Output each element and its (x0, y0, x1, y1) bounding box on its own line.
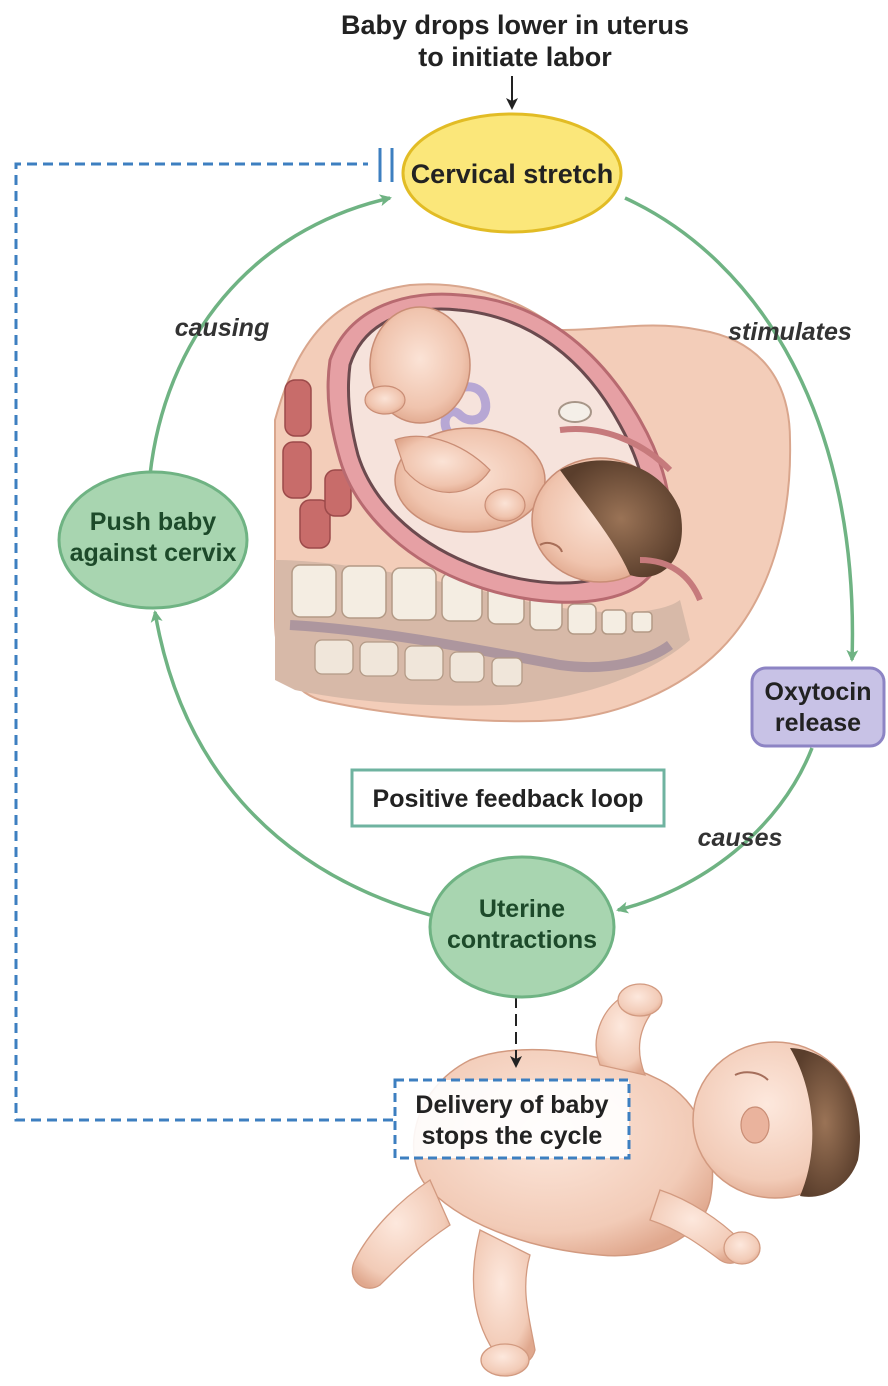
newborn-baby-illustration (352, 984, 860, 1376)
node-push-baby: Push baby against cervix (59, 472, 247, 608)
node-oxytocin-release: Oxytocin release (752, 668, 884, 746)
edge-label-stimulates: stimulates (728, 318, 852, 346)
oxytocin-label-line1: Oxytocin (765, 678, 872, 706)
cervical-stretch-label: Cervical stretch (411, 159, 614, 189)
edge-label-causes: causes (698, 824, 783, 852)
push-label-line1: Push baby (90, 508, 217, 536)
loop-label-box: Positive feedback loop (352, 770, 664, 826)
oxytocin-label-line2: release (775, 709, 861, 737)
trigger-line1: Baby drops lower in uterus (341, 10, 689, 40)
loop-label: Positive feedback loop (373, 785, 644, 813)
inhibition-bar-icon (380, 148, 392, 182)
delivery-label-line1: Delivery of baby (415, 1091, 608, 1119)
delivery-label-line2: stops the cycle (422, 1122, 603, 1150)
uterine-label-line2: contractions (447, 926, 597, 954)
node-cervical-stretch: Cervical stretch (403, 114, 621, 232)
fetus-in-uterus-illustration (275, 284, 790, 721)
uterine-label-line1: Uterine (479, 895, 565, 923)
edge-label-causing: causing (175, 314, 269, 342)
trigger-line2: to initiate labor (418, 42, 612, 72)
push-label-line2: against cervix (70, 539, 237, 567)
node-delivery: Delivery of baby stops the cycle (395, 1080, 629, 1158)
node-uterine-contractions: Uterine contractions (430, 857, 614, 997)
